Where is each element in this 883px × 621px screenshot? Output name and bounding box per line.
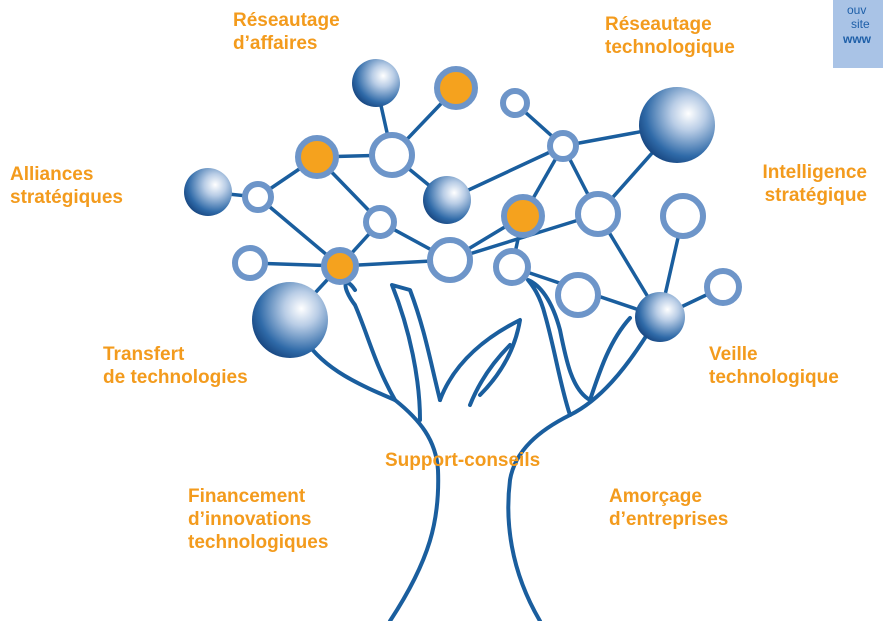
label-line: de technologies	[103, 367, 248, 388]
label-line: Transfert	[103, 344, 185, 365]
label-financement: Financement d’innovations technologiques	[188, 485, 328, 554]
label-line: stratégique	[764, 185, 867, 206]
orange-node	[434, 66, 478, 110]
label-line: d’entreprises	[609, 509, 729, 530]
label-line: d’innovations	[188, 509, 312, 530]
ring-node	[547, 130, 579, 162]
ring-node	[242, 181, 274, 213]
label-line: Financement	[188, 486, 306, 507]
ring-node	[660, 193, 706, 239]
ring-node	[704, 268, 742, 306]
ring-node	[555, 272, 601, 318]
corner-line: www	[843, 32, 872, 46]
blue-node	[423, 176, 471, 224]
blue-node	[639, 87, 715, 163]
label-line: Veille	[709, 344, 758, 365]
blue-node	[184, 168, 232, 216]
label-line: technologique	[605, 37, 735, 58]
ring-node	[500, 88, 530, 118]
orange-node	[501, 194, 545, 238]
label-reseautage-affaires: Réseautage d’affaires	[233, 9, 340, 55]
label-line: Réseautage	[605, 14, 712, 35]
ring-node	[427, 237, 473, 283]
label-line: d’affaires	[233, 33, 318, 54]
label-line: technologique	[709, 367, 839, 388]
ring-node	[575, 191, 621, 237]
ring-node	[493, 248, 531, 286]
label-support-conseils: Support-conseils	[385, 450, 541, 471]
ring-node	[363, 205, 397, 239]
label-amorcage: Amorçage d’entreprises	[609, 485, 728, 531]
corner-line: site	[851, 17, 870, 31]
label-line: technologiques	[188, 532, 329, 553]
corner-note: ouv site www	[833, 0, 883, 68]
label-alliances: Alliances stratégiques	[10, 163, 123, 209]
label-veille: Veille technologique	[709, 343, 839, 389]
orange-node	[321, 247, 359, 285]
label-line: Réseautage	[233, 10, 340, 31]
blue-node	[252, 282, 328, 358]
corner-line: ouv	[847, 3, 867, 17]
ring-node	[369, 132, 415, 178]
label-intelligence: Intelligence stratégique	[762, 161, 867, 207]
label-reseautage-technologique: Réseautage technologique	[605, 13, 735, 59]
tree-trunk	[303, 278, 652, 621]
label-line: Amorçage	[609, 486, 702, 507]
label-line: stratégiques	[10, 187, 123, 208]
label-transfert: Transfert de technologies	[103, 343, 248, 389]
orange-node	[295, 135, 339, 179]
blue-node	[635, 292, 685, 342]
blue-node	[352, 59, 400, 107]
ring-node	[232, 245, 268, 281]
network-nodes	[184, 59, 742, 358]
label-line: Alliances	[10, 164, 94, 185]
label-line: Intelligence	[762, 162, 867, 183]
